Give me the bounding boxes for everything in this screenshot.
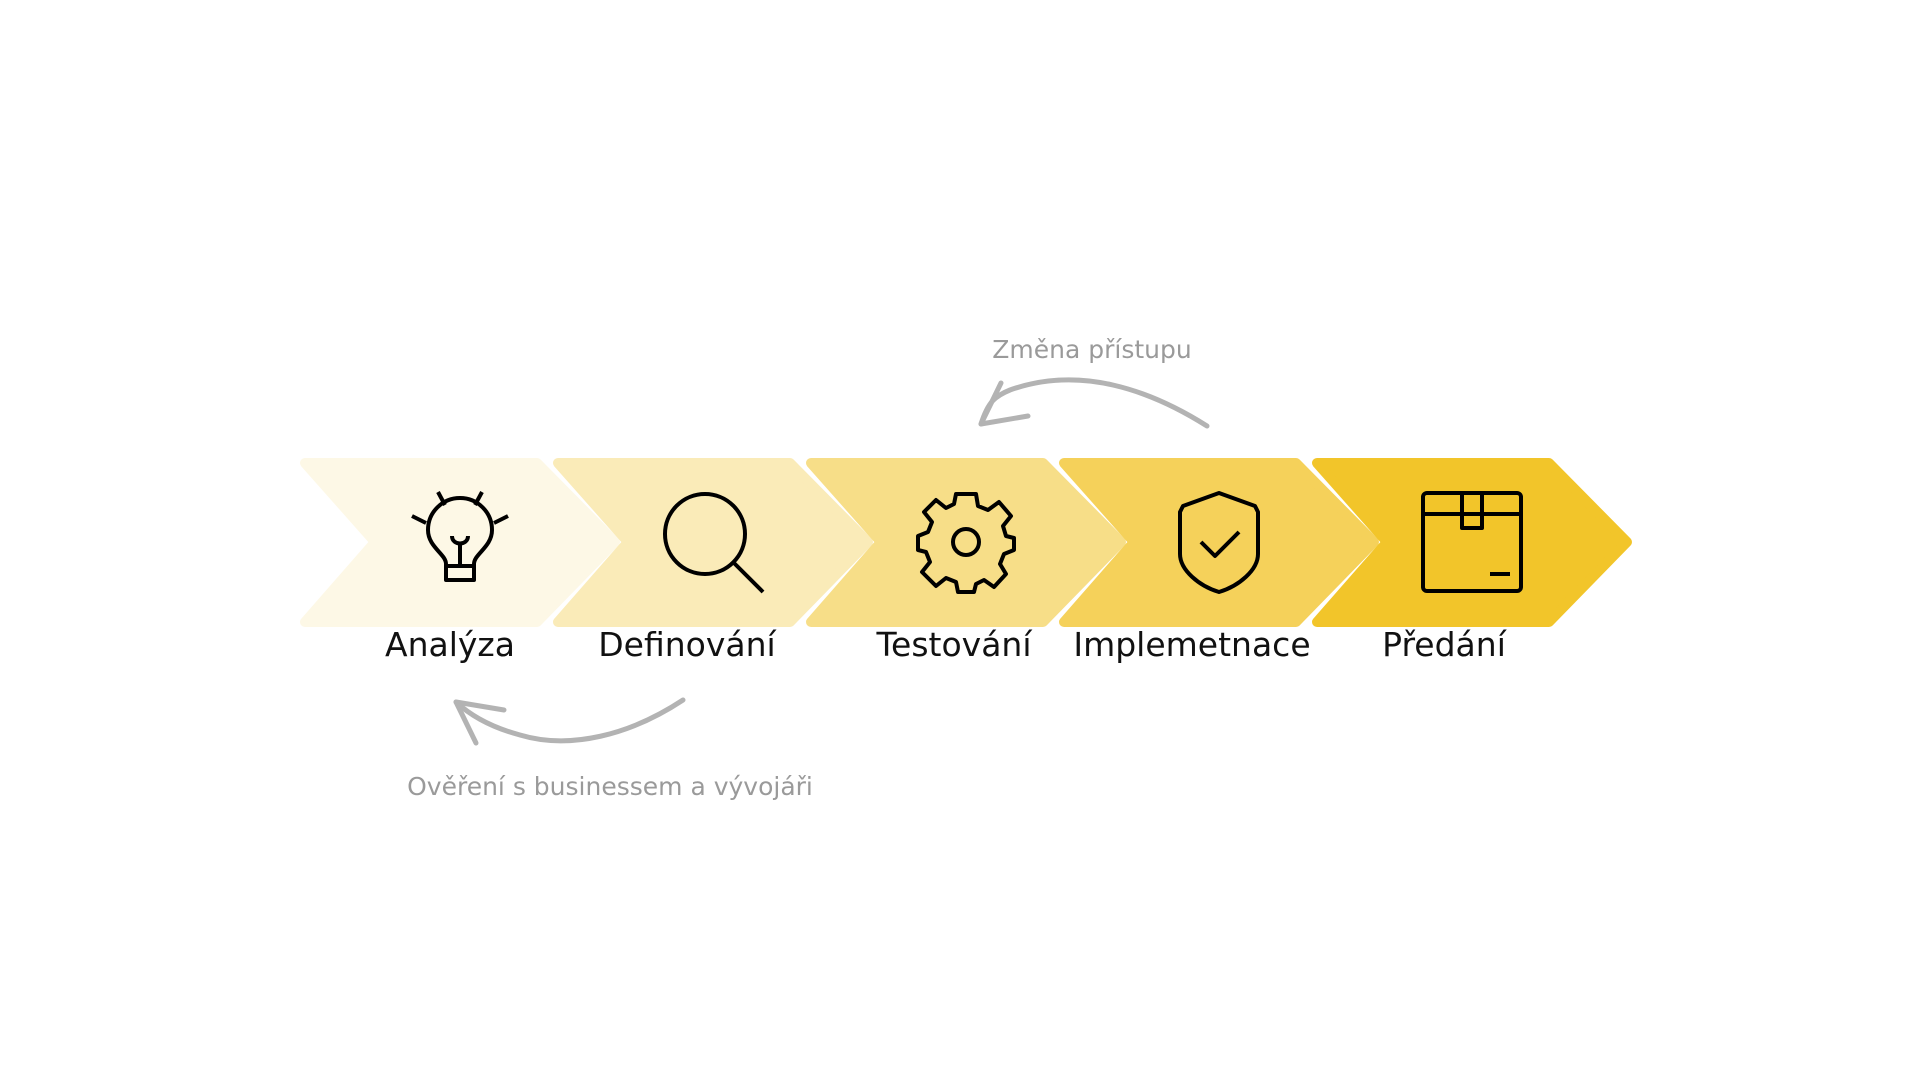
labels: Analýza Definování Testování Implemetnac… (385, 625, 1508, 664)
step-label-analyza: Analýza (385, 625, 515, 664)
annotation-top: Změna přístupu (992, 335, 1191, 364)
curved-arrow-bottom (453, 697, 686, 746)
step-label-predani: Předání (1382, 625, 1508, 664)
magnifier-icon (663, 492, 765, 594)
chevron-step-5 (1312, 458, 1632, 627)
chevron-step-2 (553, 458, 873, 627)
step-label-definovani: Definování (598, 625, 777, 664)
shield-check-icon (1178, 491, 1260, 594)
curved-arrow-top (978, 377, 1210, 429)
step-label-testovani: Testování (875, 625, 1033, 664)
chevron-step-4 (1059, 458, 1379, 627)
lightbulb-icon (411, 491, 509, 582)
gear-icon (916, 492, 1016, 594)
step-label-implementace: Implemetnace (1073, 625, 1310, 664)
box-icon (1421, 491, 1523, 593)
chevron-step-3 (806, 458, 1126, 627)
annotation-bottom: Ověření s businessem a vývojáři (407, 772, 813, 801)
